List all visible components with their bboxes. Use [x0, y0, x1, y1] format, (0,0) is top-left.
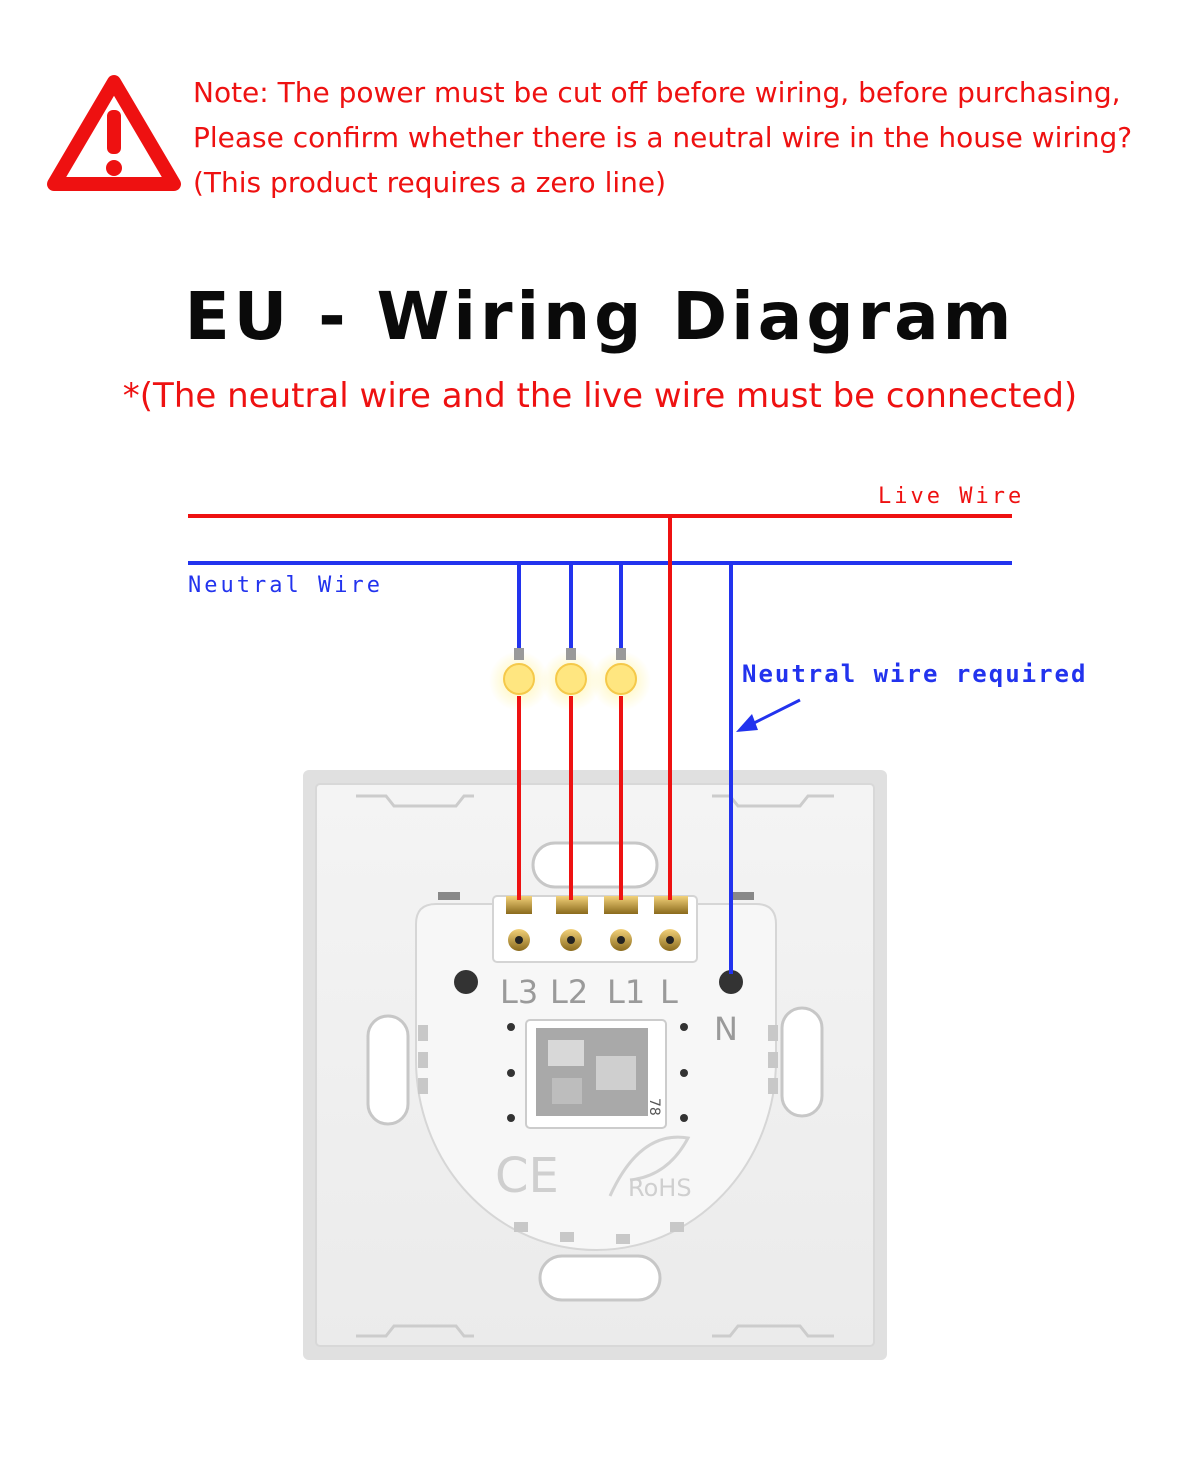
note-text: Note: The power must be cut off before w…: [193, 70, 1183, 205]
light-bulb-icon: [489, 648, 549, 711]
terminal-label-l3: L3: [500, 973, 538, 1011]
label-number: 78: [646, 1098, 662, 1116]
terminal-label-n: N: [714, 1010, 738, 1048]
note-line: (This product requires a zero line): [193, 166, 667, 199]
terminal-l2-screw: [556, 896, 588, 951]
note-line: Note: The power must be cut off before w…: [193, 76, 1121, 109]
light-bulb-icon: [541, 648, 601, 711]
note-line: Please confirm whether there is a neutra…: [193, 121, 1133, 154]
live-wire-label: Live Wire: [878, 484, 1024, 509]
arrow-icon: [736, 698, 801, 732]
terminal-l1-screw: [604, 896, 638, 951]
switch-module: [415, 895, 778, 1251]
ce-mark: CE: [495, 1148, 559, 1204]
rohs-leaf-icon: [608, 1135, 691, 1197]
wiring-diagram: L3 L2 L1 L N CE RoHS 78 Live Wire Neutra…: [0, 440, 1200, 1476]
terminal-label-l1: L1: [607, 973, 645, 1011]
rohs-mark: RoHS: [628, 1174, 692, 1202]
terminal-l3-screw: [506, 896, 532, 951]
diagram-subtitle: *(The neutral wire and the live wire mus…: [122, 376, 1078, 416]
light-bulb-icon: [591, 648, 651, 711]
terminal-label-l: L: [660, 973, 678, 1011]
neutral-wire-label: Neutral Wire: [188, 573, 383, 598]
wiring-diagram-svg: L3 L2 L1 L N CE RoHS 78 Live Wire Neutra…: [188, 484, 1087, 1360]
neutral-required-label: Neutral wire required: [742, 660, 1087, 688]
warning-triangle-icon: [47, 75, 181, 191]
wiring-note: Note: The power must be cut off before w…: [0, 0, 1200, 220]
terminal-label-l2: L2: [550, 973, 588, 1011]
diagram-title: EU - Wiring Diagram: [184, 278, 1016, 355]
terminal-l-screw: [654, 896, 688, 951]
